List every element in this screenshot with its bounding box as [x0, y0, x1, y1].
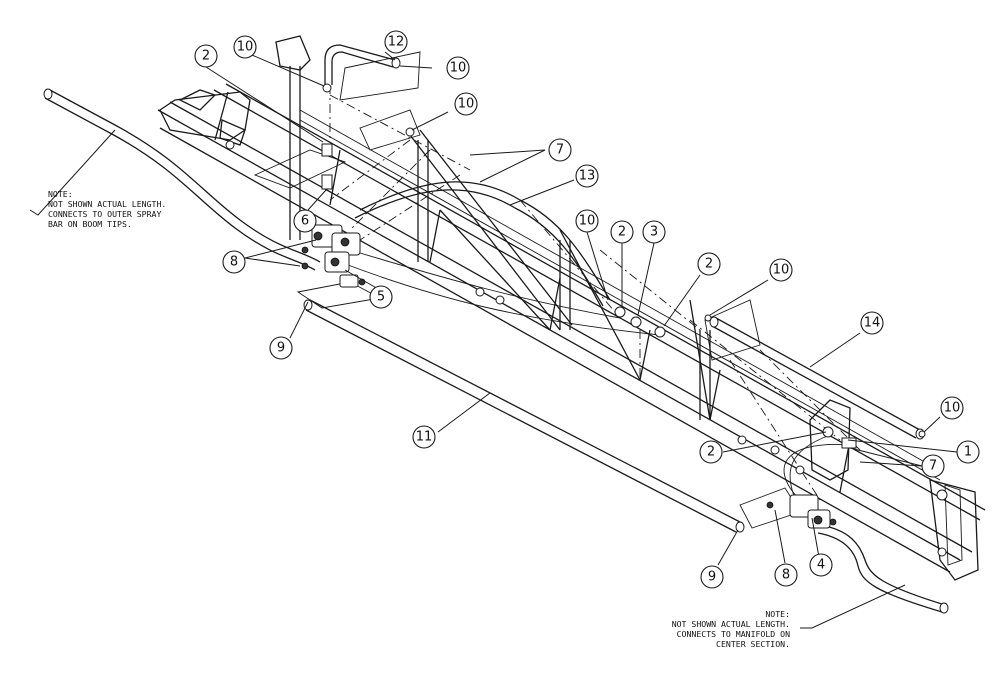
svg-text:CONNECTS TO OUTER SPRAY: CONNECTS TO OUTER SPRAY — [48, 209, 161, 219]
callout-10-f: 10 — [940, 396, 964, 420]
callout-6: 6 — [293, 209, 317, 233]
svg-text:2: 2 — [707, 445, 715, 460]
callout-9-b: 9 — [700, 565, 724, 589]
callout-10-d: 10 — [575, 209, 599, 233]
leader-lines — [29, 51, 958, 629]
svg-text:NOTE:: NOTE: — [48, 189, 73, 199]
svg-text:CENTER SECTION.: CENTER SECTION. — [716, 639, 790, 649]
svg-text:NOTE:: NOTE: — [765, 609, 790, 619]
callout-4: 4 — [809, 553, 833, 577]
callout-1: 1 — [956, 440, 980, 464]
svg-text:3: 3 — [650, 225, 658, 240]
callout-9-a: 9 — [269, 336, 293, 360]
svg-text:10: 10 — [237, 40, 254, 55]
note-right: NOTE: NOT SHOWN ACTUAL LENGTH. CONNECTS … — [672, 609, 790, 649]
boom-frame — [157, 35, 986, 581]
svg-text:8: 8 — [782, 568, 790, 583]
callout-11: 11 — [412, 425, 436, 449]
assembly-lines — [329, 85, 861, 501]
note-left: NOTE: NOT SHOWN ACTUAL LENGTH. CONNECTS … — [48, 189, 166, 229]
callout-10-a: 10 — [233, 35, 257, 59]
svg-text:2: 2 — [202, 49, 210, 64]
callout-13: 13 — [575, 164, 599, 188]
callout-2-d: 2 — [699, 440, 723, 464]
svg-text:10: 10 — [458, 97, 475, 112]
svg-text:NOT SHOWN ACTUAL LENGTH.: NOT SHOWN ACTUAL LENGTH. — [48, 199, 166, 209]
svg-text:13: 13 — [579, 169, 596, 184]
svg-text:10: 10 — [450, 61, 467, 76]
callout-12: 12 — [384, 30, 408, 54]
svg-text:14: 14 — [864, 316, 881, 331]
callout-8-a: 8 — [222, 250, 246, 274]
svg-text:2: 2 — [618, 225, 626, 240]
manifold-assembly-right — [766, 494, 837, 529]
callout-7-a: 7 — [548, 138, 572, 162]
callout-7-b: 7 — [921, 454, 945, 478]
callout-10-c: 10 — [454, 92, 478, 116]
callout-2-c: 2 — [697, 252, 721, 276]
callout-2-a: 2 — [194, 44, 218, 68]
svg-text:2: 2 — [705, 257, 713, 272]
callout-8-b: 8 — [774, 563, 798, 587]
svg-text:6: 6 — [301, 214, 309, 229]
svg-text:7: 7 — [556, 143, 564, 158]
svg-text:11: 11 — [416, 430, 433, 445]
svg-text:BAR ON BOOM TIPS.: BAR ON BOOM TIPS. — [48, 219, 132, 229]
callout-14: 14 — [860, 311, 884, 335]
svg-text:9: 9 — [277, 341, 285, 356]
svg-text:1: 1 — [964, 445, 972, 460]
callout-10-b: 10 — [446, 56, 470, 80]
svg-text:8: 8 — [230, 255, 238, 270]
svg-text:5: 5 — [377, 290, 385, 305]
svg-text:4: 4 — [817, 558, 825, 573]
svg-text:NOT SHOWN ACTUAL LENGTH.: NOT SHOWN ACTUAL LENGTH. — [672, 619, 790, 629]
hoses-and-pipes — [43, 44, 949, 614]
svg-text:7: 7 — [929, 459, 937, 474]
callout-2-b: 2 — [610, 220, 634, 244]
svg-text:CONNECTS TO MANIFOLD ON: CONNECTS TO MANIFOLD ON — [677, 629, 790, 639]
callout-5: 5 — [369, 285, 393, 309]
svg-text:9: 9 — [708, 570, 716, 585]
svg-text:12: 12 — [388, 35, 405, 50]
callout-3: 3 — [642, 220, 666, 244]
svg-text:10: 10 — [944, 401, 961, 416]
callout-10-e: 10 — [769, 258, 793, 282]
svg-text:10: 10 — [773, 263, 790, 278]
fittings — [225, 83, 948, 557]
callouts: 12 10 10 2 10 7 13 6 8 5 9 11 10 2 3 2 1… — [194, 30, 980, 589]
svg-text:10: 10 — [579, 214, 596, 229]
manifold-assembly-left — [301, 224, 366, 288]
